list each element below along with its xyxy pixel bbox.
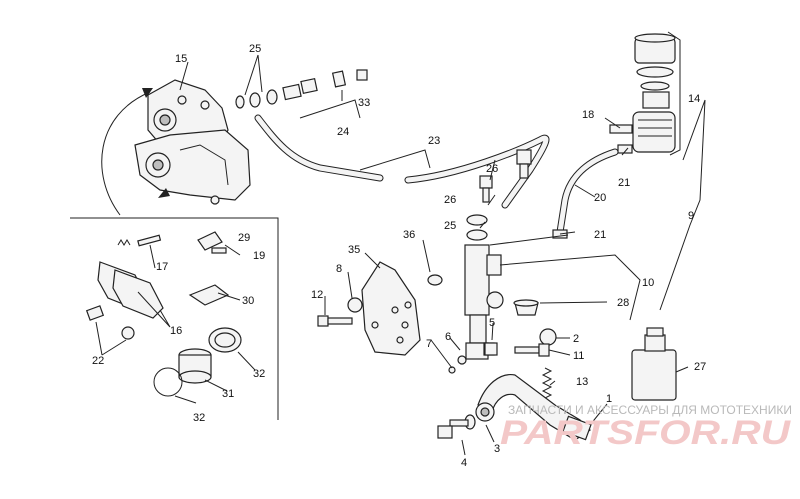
callout-16: 16 [170, 325, 182, 337]
callout-20: 20 [594, 192, 606, 204]
callout-14: 14 [688, 93, 700, 105]
callout-31: 31 [222, 388, 234, 400]
callout-29: 29 [238, 232, 250, 244]
callout-22: 22 [92, 355, 104, 367]
bleed-screws-22 [85, 305, 135, 340]
callout-21-lower: 21 [594, 229, 606, 241]
callout-25-top: 25 [249, 43, 261, 55]
callout-1: 1 [606, 393, 612, 405]
callout-26-top: 26 [486, 163, 498, 175]
brake-hose-rear [254, 114, 550, 209]
mounting-plate [361, 261, 421, 356]
callout-18: 18 [582, 109, 594, 121]
seal-32 [208, 327, 242, 353]
callout-36: 36 [403, 229, 415, 241]
grommet-8 [347, 297, 363, 313]
bolt-11 [514, 343, 550, 357]
callout-2: 2 [573, 333, 579, 345]
callout-5: 5 [489, 317, 495, 329]
panel-border [70, 217, 279, 420]
callout-32-left: 32 [193, 412, 205, 424]
callout-14-bracket [667, 31, 681, 156]
watermark-logo: PARTSFOR.RU [500, 414, 792, 452]
callout-17: 17 [156, 261, 168, 273]
brake-pads [97, 261, 164, 319]
callout-3: 3 [494, 443, 500, 455]
callout-33: 33 [358, 97, 370, 109]
spring-13 [541, 367, 553, 403]
callout-12: 12 [311, 289, 323, 301]
callout-13: 13 [576, 376, 588, 388]
callout-30: 30 [242, 295, 254, 307]
pad-pin-17 [117, 234, 162, 247]
callout-10-bracket [499, 254, 641, 321]
callout-35: 35 [348, 244, 360, 256]
spring-7 [448, 366, 456, 374]
callout-28: 28 [617, 297, 629, 309]
brake-pedal [437, 374, 592, 441]
callout-24: 24 [337, 126, 349, 138]
washer-36 [427, 274, 443, 286]
callout-15: 15 [175, 53, 187, 65]
master-cylinder [457, 214, 504, 365]
pad-spring-19-29 [197, 231, 227, 254]
pad-clip-30 [188, 284, 230, 306]
nut-5 [484, 342, 498, 356]
fluid-reservoir [609, 33, 676, 154]
caliper-arrow-head [142, 88, 153, 98]
callout-27: 27 [694, 361, 706, 373]
hose-fittings [479, 149, 532, 203]
callout-19: 19 [253, 250, 265, 262]
brake-caliper [134, 79, 251, 205]
o-ring-32 [153, 367, 183, 397]
callout-25-mid: 25 [444, 220, 456, 232]
grommet-2 [539, 328, 557, 346]
callout-6: 6 [445, 331, 451, 343]
callout-4: 4 [461, 457, 467, 469]
callout-10: 10 [642, 277, 654, 289]
callout-7: 7 [426, 338, 432, 350]
callout-9-bracket [659, 99, 706, 311]
callout-26-mid: 26 [444, 194, 456, 206]
watermark-tagline: ЗАПЧАСТИ И АКСЕССУАРЫ ДЛЯ МОТОТЕХНИКИ [508, 403, 792, 417]
callout-32-right: 32 [253, 368, 265, 380]
brake-fluid-bottle [631, 327, 677, 401]
banjo-fitting-set [235, 69, 368, 119]
caliper-arrow-small [158, 188, 170, 198]
callout-21-lower-line [489, 234, 569, 246]
callout-11: 11 [573, 350, 584, 362]
callout-23: 23 [428, 135, 440, 147]
leader-lines [95, 54, 689, 456]
callout-21-upper: 21 [618, 177, 630, 189]
callout-9: 9 [688, 210, 694, 222]
callout-8: 8 [336, 263, 342, 275]
piston-31 [178, 348, 212, 384]
bolt-12 [317, 315, 353, 327]
caliper-arrow-line [101, 91, 151, 216]
